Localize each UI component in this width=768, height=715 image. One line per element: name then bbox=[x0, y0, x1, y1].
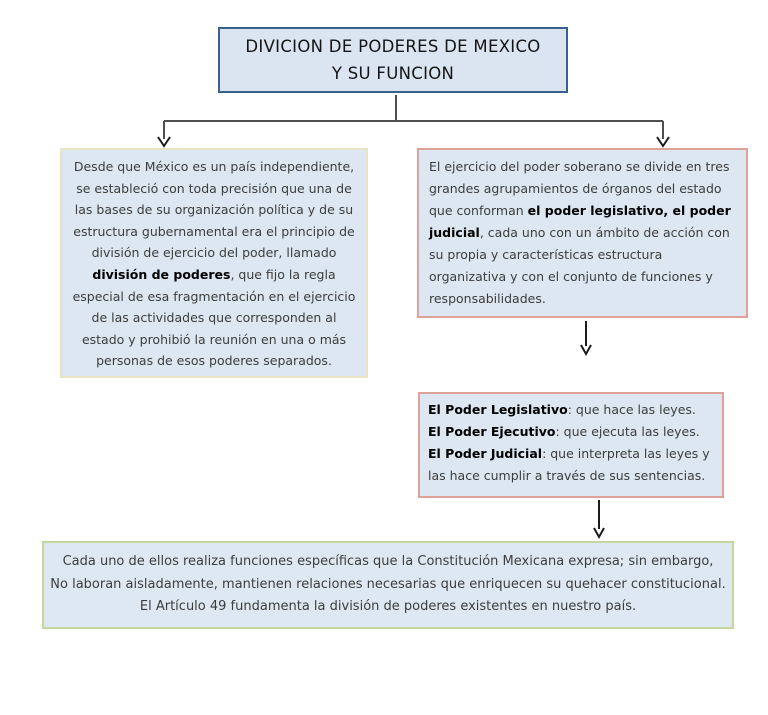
arrow-powers-to-bottom bbox=[593, 500, 605, 540]
sovereign-text-bold: el poder legislativo, el poder judicial bbox=[429, 203, 731, 240]
split-arrowhead-right bbox=[656, 136, 670, 148]
power-item-bold: El Poder Legislativo bbox=[428, 402, 568, 417]
history-text-bold: división de poderes bbox=[92, 266, 231, 282]
power-item-rest: : que interpreta las leyes y las hace cu… bbox=[428, 446, 710, 483]
sovereign-text-before: El ejercicio del poder soberano se divid… bbox=[429, 159, 730, 218]
sovereign-power-text: El ejercicio del poder soberano se divid… bbox=[429, 159, 731, 306]
conclusion-line-2: No laboran aisladamente, mantienen relac… bbox=[50, 576, 726, 592]
sovereign-power-box: El ejercicio del poder soberano se divid… bbox=[417, 148, 748, 318]
power-item-bold: El Poder Judicial bbox=[428, 446, 543, 461]
title-split-connector bbox=[163, 95, 664, 139]
power-item-rest: : que ejecuta las leyes. bbox=[555, 424, 700, 439]
history-box: Desde que México es un país independient… bbox=[60, 148, 368, 378]
power-item-bold: El Poder Ejecutivo bbox=[428, 424, 556, 439]
powers-list-box: El Poder Legislativo: que hace las leyes… bbox=[418, 392, 724, 498]
title-line-2: Y SU FUNCION bbox=[331, 64, 455, 83]
title-line-1: DIVICION DE PODERES DE MEXICO bbox=[245, 37, 541, 56]
conclusion-line-1: Cada uno de ellos realiza funciones espe… bbox=[62, 554, 714, 569]
conclusion-box: Cada uno de ellos realiza funciones espe… bbox=[42, 541, 734, 629]
history-text: Desde que México es un país independient… bbox=[73, 159, 356, 368]
power-item-ejecutivo: El Poder Ejecutivo: que ejecuta las leye… bbox=[428, 424, 700, 439]
sovereign-text-after: , cada uno con un ámbito de acción con s… bbox=[429, 225, 730, 306]
split-arrowhead-left bbox=[157, 136, 171, 148]
arrow-right-to-powers bbox=[580, 321, 592, 357]
history-text-before: Desde que México es un país independient… bbox=[73, 159, 355, 261]
power-item-legislativo: El Poder Legislativo: que hace las leyes… bbox=[428, 402, 696, 417]
conclusion-line-3: El Artículo 49 fundamenta la división de… bbox=[139, 599, 637, 614]
power-item-judicial: El Poder Judicial: que interpreta las le… bbox=[428, 446, 710, 483]
title-box: DIVICION DE PODERES DE MEXICO Y SU FUNCI… bbox=[218, 27, 568, 93]
history-text-after: , que fijo la regla especial de esa frag… bbox=[72, 266, 356, 369]
power-item-rest: : que hace las leyes. bbox=[567, 402, 696, 417]
